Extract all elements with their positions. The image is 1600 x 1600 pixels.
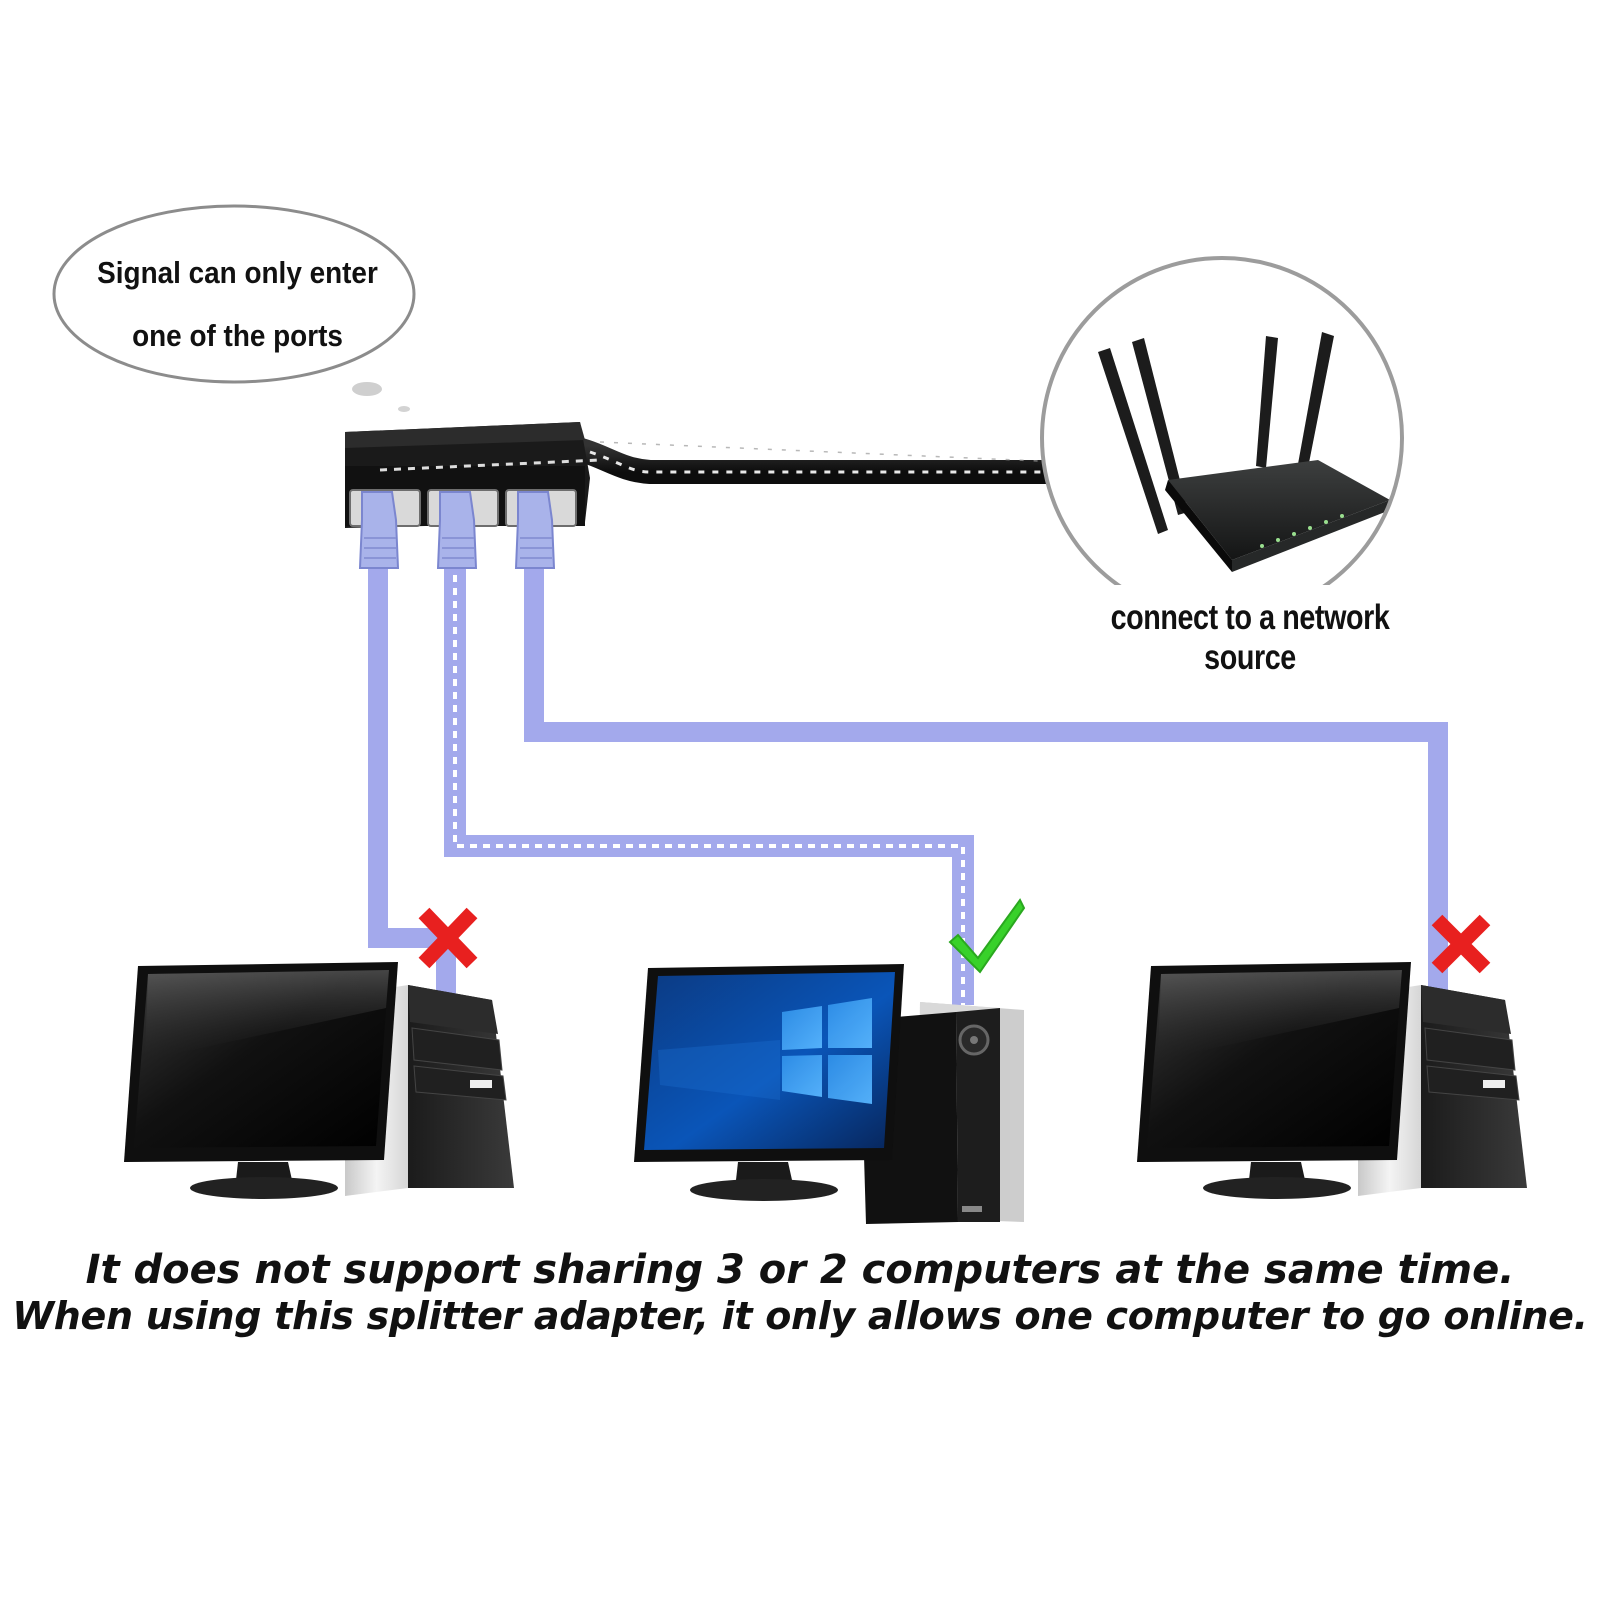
router-illustration [1040, 256, 1404, 625]
x-mark-icon [418, 907, 478, 969]
check-mark-icon [948, 898, 1026, 974]
x-mark-icon [1431, 914, 1491, 974]
bubble-text-line2: one of the ports [132, 318, 343, 353]
windows-logo [782, 998, 872, 1104]
footer-line2: When using this splitter adapter, it onl… [12, 1294, 1588, 1338]
router-body [1168, 460, 1390, 560]
thought-bubble [52, 204, 416, 412]
bubble-text-line1: Signal can only enter [97, 255, 378, 290]
monitor-right [1137, 962, 1411, 1199]
computer-right [1137, 962, 1527, 1199]
monitor-left [124, 962, 398, 1199]
footer-line1: It does not support sharing 3 or 2 compu… [85, 1247, 1515, 1293]
router-caption: connect to a network source [1110, 598, 1390, 677]
router-antennas [1098, 332, 1334, 534]
cable-left [368, 562, 456, 1000]
computer-center [634, 964, 1024, 1224]
monitor-center [634, 964, 904, 1201]
cables [368, 562, 1448, 1005]
cable-center-signal [453, 562, 965, 1005]
rj45-plugs [358, 491, 556, 569]
computer-left [124, 962, 514, 1199]
splitter-adapter [345, 422, 1063, 569]
cable-right [524, 562, 1448, 1000]
